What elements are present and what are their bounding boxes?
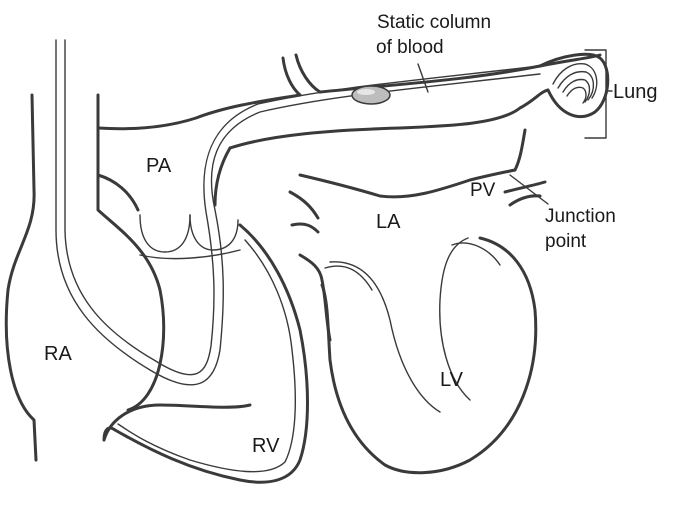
lung-branch-4 [567,87,586,103]
pulmonary-artery-left-wall [98,95,300,129]
pulmonary-vein-upper [515,130,525,170]
rv-label: RV [252,435,280,457]
pulmonary-valve-leaflet-1 [140,215,190,252]
balloon-highlight [357,89,375,95]
left-ventricle-outer-wall [322,238,536,473]
junction-label-line1: Junction [545,206,616,227]
mitral-leaflet [325,266,372,290]
la-label: LA [376,211,401,233]
right-atrium-inner-wall [98,95,164,410]
pulmonary-vein-right [510,196,540,205]
junction-label-line2: point [545,231,587,252]
lv-inner-curve [452,243,500,265]
static-column-label-line2: of blood [376,37,444,58]
lv-label: LV [440,369,464,391]
static-column-label-line1: Static column [377,12,491,33]
left-atrium-vessel-left-1 [290,192,318,218]
pulmonary-valve-line [140,250,240,259]
balloon-tip [352,86,390,104]
pa-lower-left [98,175,138,210]
pv-label: PV [470,180,496,201]
lung-label: Lung [613,81,658,103]
left-ventricle-inner-septum [330,262,440,412]
ra-label: RA [44,343,72,365]
right-atrium-wall [6,95,36,460]
pulmonary-valve-leaflet-2 [190,215,238,250]
pa-to-rv-wall [215,148,230,205]
left-atrium-vessel-left-2 [292,224,318,232]
pa-label: PA [146,155,172,177]
pulmonary-artery-top-branch2 [296,55,320,92]
